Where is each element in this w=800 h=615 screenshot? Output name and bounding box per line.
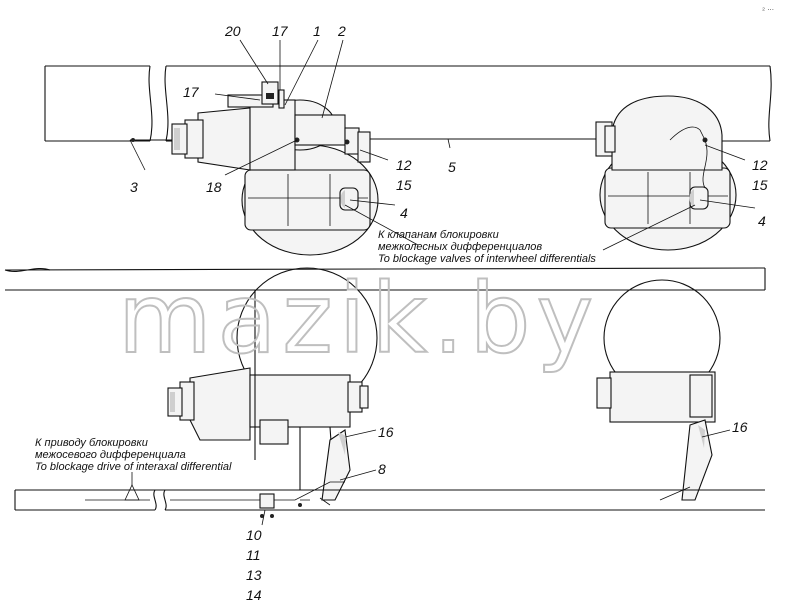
top-frame-rail <box>44 65 772 142</box>
note-interwheel-ru-2: межколесных дифференциалов <box>378 241 542 253</box>
callout-18: 18 <box>206 179 222 195</box>
callout-17-left: 17 <box>183 84 200 100</box>
top-view: 20 17 1 2 17 3 18 5 12 15 4 12 15 4 К кл… <box>44 23 772 265</box>
watermark: mazik.by <box>118 263 599 375</box>
front-axle-side <box>167 267 378 501</box>
callout-11: 11 <box>246 547 261 563</box>
callout-13: 13 <box>246 567 262 583</box>
side-frame-lower <box>14 481 765 518</box>
callout-4-front: 4 <box>400 205 408 221</box>
callout-15-rear: 15 <box>752 177 768 193</box>
callout-12-rear: 12 <box>752 157 768 173</box>
callout-17-top: 17 <box>272 23 289 39</box>
callout-16-rear: 16 <box>732 419 748 435</box>
callout-16-front: 16 <box>378 424 394 440</box>
callout-12-front: 12 <box>396 157 412 173</box>
top-leader-lines <box>129 39 756 251</box>
note-interwheel-en: To blockage valves of interwheel differe… <box>378 253 596 265</box>
callout-20: 20 <box>224 23 241 39</box>
callout-3: 3 <box>130 179 138 195</box>
note-interwheel-ru-1: К клапанам блокировки <box>378 229 499 241</box>
note-interaxal-ru-1: К приводу блокировки <box>35 437 148 449</box>
callout-10: 10 <box>246 527 262 543</box>
callout-14: 14 <box>246 587 262 603</box>
callout-4-rear: 4 <box>758 213 766 229</box>
callout-1: 1 <box>313 23 321 39</box>
side-frame-upper <box>4 267 766 291</box>
callout-15-front: 15 <box>396 177 412 193</box>
side-view: 16 8 16 10 11 13 14 К приводу блокировки… <box>4 267 766 603</box>
rear-axle-top <box>595 95 737 251</box>
note-interaxal-en: To blockage drive of interaxal different… <box>35 461 232 473</box>
callout-8: 8 <box>378 461 386 477</box>
side-leader-lines <box>131 429 731 526</box>
note-interaxal-ru-2: межосевого дифференциала <box>35 449 186 461</box>
front-axle-top <box>171 81 379 256</box>
callout-5: 5 <box>448 159 456 175</box>
rear-axle-side <box>596 279 721 501</box>
corner-mark: ₂ ... <box>762 3 774 12</box>
callout-2: 2 <box>337 23 346 39</box>
